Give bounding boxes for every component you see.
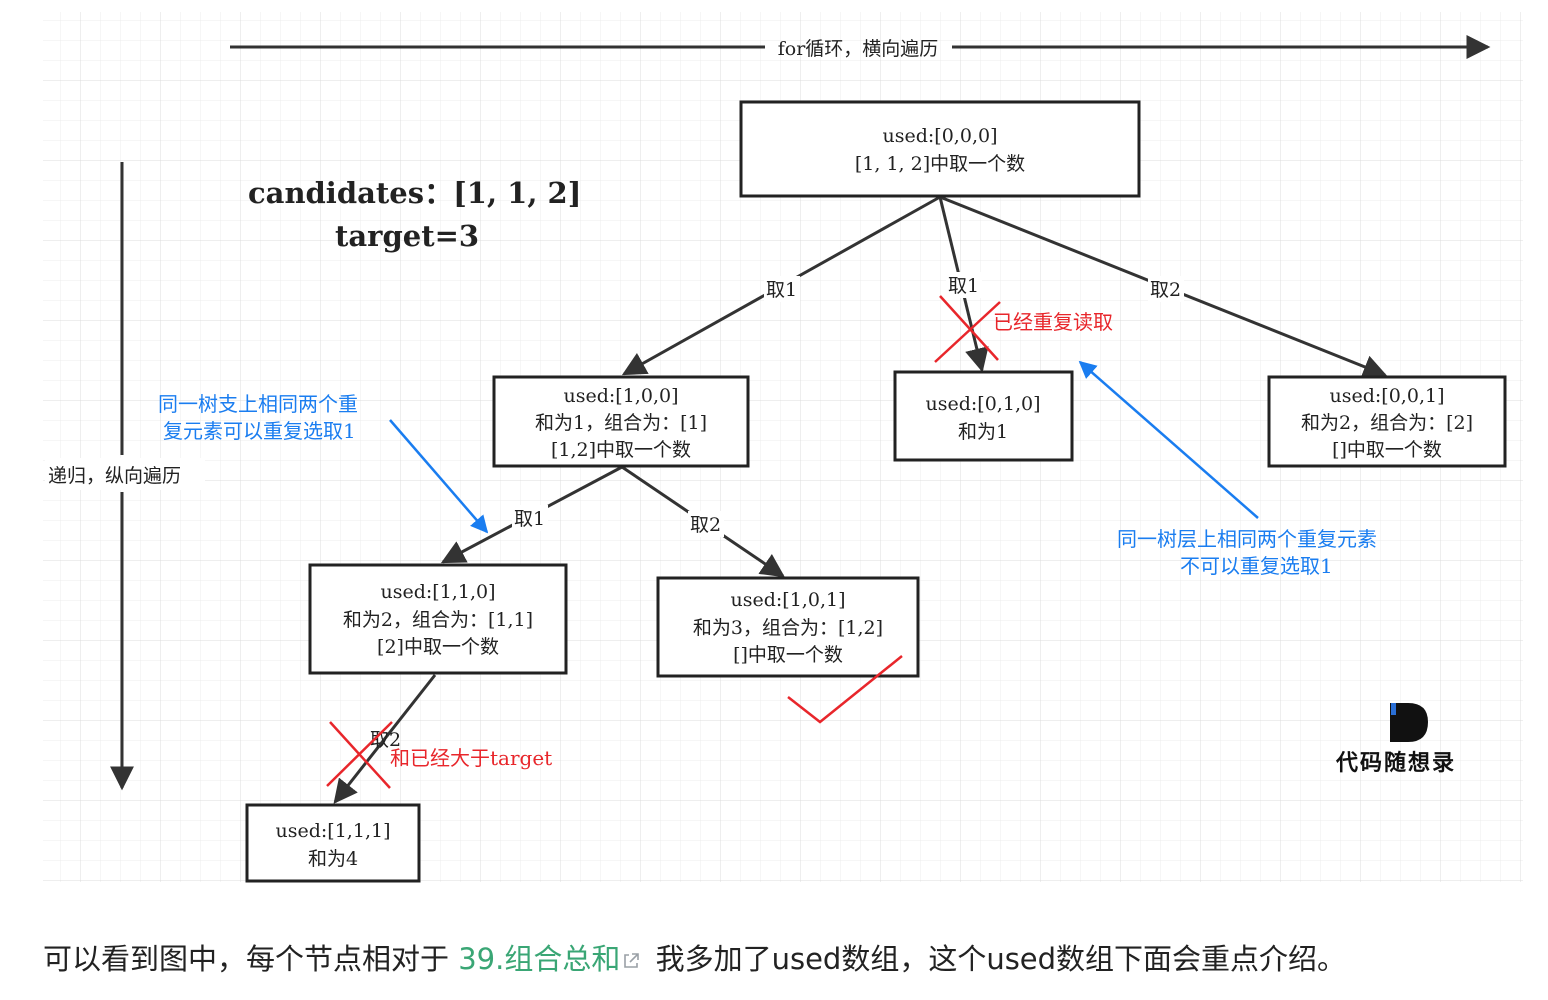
node-line: used:[0,1,0] — [926, 393, 1041, 415]
edge-labels: 取1 取1 取2 取1 取2 取2 — [370, 272, 1184, 751]
caption-text-before: 可以看到图中，每个节点相对于 — [43, 942, 459, 976]
combination-sum-link[interactable]: 39.组合总和 — [458, 942, 621, 976]
node-line: [1,2]中取一个数 — [551, 439, 691, 461]
for-loop-axis: for循环，横向遍历 — [230, 35, 1491, 60]
for-loop-label: for循环，横向遍历 — [778, 38, 939, 60]
check-mark-icon — [787, 655, 903, 724]
node-line: []中取一个数 — [733, 644, 843, 666]
node-used-101: used:[1,0,1] 和为3，组合为：[1,2] []中取一个数 — [656, 576, 920, 678]
external-link-icon[interactable] — [622, 952, 640, 970]
node-used-100: used:[1,0,0] 和为1，组合为：[1] [1,2]中取一个数 — [492, 375, 750, 468]
node-line: used:[0,0,1] — [1330, 385, 1445, 407]
node-line: [1, 1, 2]中取一个数 — [855, 153, 1025, 175]
node-line: 和为1，组合为：[1] — [535, 412, 707, 434]
node-line: used:[0,0,0] — [883, 125, 998, 147]
node-line: 和为1 — [958, 421, 1008, 443]
edge-label-n100-n110: 取1 — [514, 508, 545, 530]
node-line: [2]中取一个数 — [377, 636, 499, 658]
recursion-axis: 递归，纵向遍历 — [45, 162, 205, 791]
node-used-110: used:[1,1,0] 和为2，组合为：[1,1] [2]中取一个数 — [308, 563, 568, 675]
node-line: used:[1,0,1] — [731, 589, 846, 611]
same-branch-note: 同一树支上相同两个重 复元素可以重复选取1 — [158, 392, 489, 534]
node-used-001: used:[0,0,1] 和为2，组合为：[2] []中取一个数 — [1267, 375, 1507, 468]
node-line: used:[1,1,1] — [276, 820, 391, 842]
edge-label-root-n001: 取2 — [1150, 279, 1181, 301]
same-layer-note: 同一树层上相同两个重复元素 不可以重复选取1 — [1078, 360, 1377, 578]
caption-text-after: 我多加了used数组，这个used数组下面会重点介绍。 — [646, 942, 1347, 976]
logo-d-icon — [1390, 703, 1428, 742]
red-cross-icon — [934, 295, 1001, 363]
node-root: used:[0,0,0] [1, 1, 2]中取一个数 — [739, 100, 1141, 198]
node-line: used:[1,1,0] — [381, 581, 496, 603]
already-used-note: 已经重复读取 — [993, 310, 1113, 334]
recursion-label: 递归，纵向遍历 — [48, 465, 181, 487]
red-cross-icon — [326, 721, 393, 789]
edge-label-root-n100: 取1 — [766, 279, 797, 301]
same-layer-line: 同一树层上相同两个重复元素 — [1117, 527, 1377, 551]
node-line: 和为2，组合为：[2] — [1301, 412, 1473, 434]
logo-text: 代码随想录 — [1335, 750, 1456, 776]
node-line: 和为4 — [308, 848, 358, 870]
edge-label-root-n010: 取1 — [948, 275, 979, 297]
edge-n110-n111 — [333, 674, 437, 804]
logo: 代码随想录 — [1335, 703, 1456, 776]
node-line: used:[1,0,0] — [564, 385, 679, 407]
target-label: target=3 — [335, 219, 479, 253]
candidates-label: candidates：[1, 1, 2] — [248, 176, 581, 210]
caption: 可以看到图中，每个节点相对于 39.组合总和 我多加了used数组，这个used… — [43, 936, 1523, 980]
node-used-010: used:[0,1,0] 和为1 — [893, 370, 1074, 462]
node-line: []中取一个数 — [1332, 439, 1442, 461]
over-target-note: 和已经大于target — [390, 746, 552, 770]
node-used-111: used:[1,1,1] 和为4 — [245, 803, 421, 883]
same-branch-line: 同一树支上相同两个重 — [158, 392, 358, 416]
same-branch-line: 复元素可以重复选取1 — [163, 419, 356, 443]
node-line: 和为3，组合为：[1,2] — [693, 617, 883, 639]
edge-label-n100-n101: 取2 — [690, 514, 721, 536]
same-layer-line: 不可以重复选取1 — [1180, 554, 1333, 578]
node-line: 和为2，组合为：[1,1] — [343, 609, 533, 631]
